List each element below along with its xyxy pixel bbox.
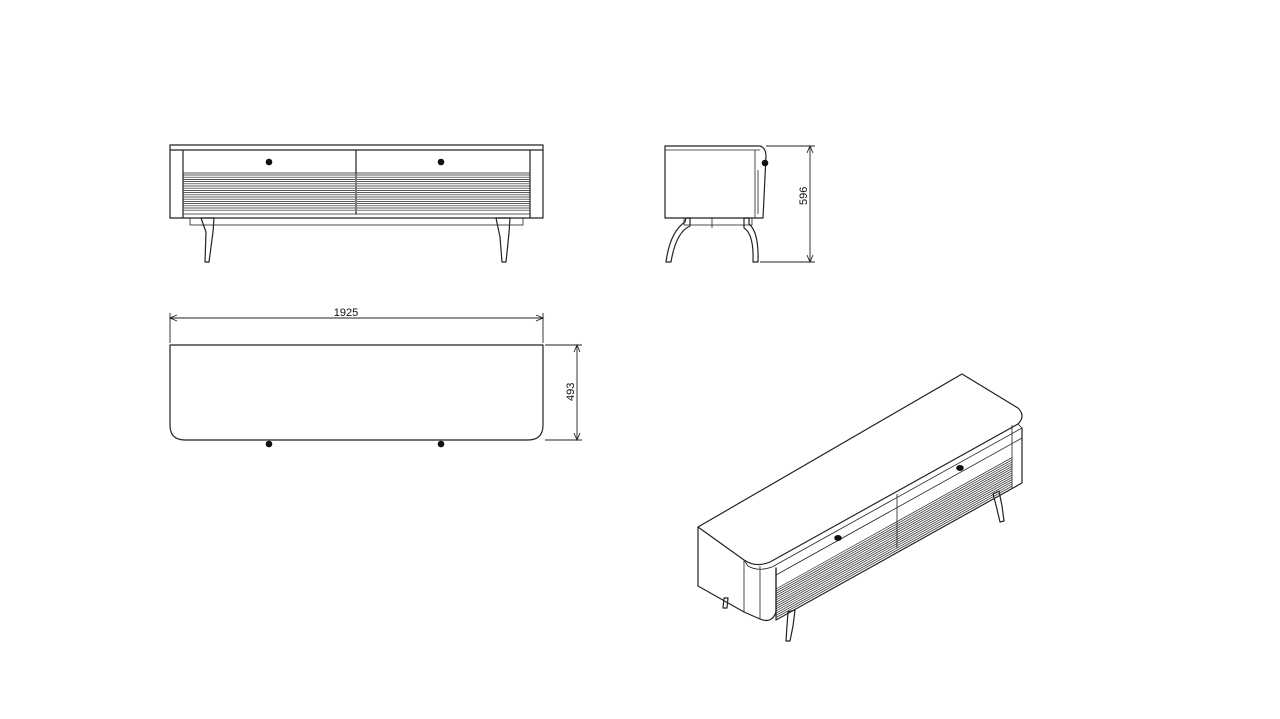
- iso-leg-front-right: [992, 490, 1005, 523]
- iso-slat-line: [775, 461, 1013, 594]
- side-base-rail: [683, 217, 753, 226]
- height-arrow-top: [806, 144, 814, 154]
- width-arrow-right: [535, 314, 545, 322]
- iso-leg-back-left: [722, 597, 729, 609]
- depth-arrow-top: [573, 343, 581, 353]
- depth-dimension-label: 493: [565, 383, 577, 401]
- iso-slat-line: [775, 472, 1013, 605]
- front-base-rail: [189, 217, 524, 226]
- iso-slat-line: [775, 468, 1013, 601]
- side-leg-right: [743, 217, 759, 263]
- width-arrow-left: [168, 314, 178, 322]
- isometric-view: [697, 373, 1023, 642]
- front-knob-right: [437, 158, 445, 166]
- top-knob-right: [437, 440, 445, 448]
- iso-top-surface: [697, 373, 1023, 566]
- iso-leg-front-left: [785, 609, 796, 642]
- height-dimension-label: 596: [798, 187, 810, 205]
- top-knob-left: [265, 440, 273, 448]
- iso-slat-line: [775, 459, 1013, 592]
- iso-slat-line: [775, 479, 1013, 612]
- iso-knob-left: [834, 535, 842, 541]
- side-knob: [761, 159, 769, 167]
- depth-arrow-bottom: [573, 432, 581, 442]
- iso-slat-line: [775, 463, 1013, 596]
- width-dimension-label: 1925: [334, 307, 358, 319]
- side-body-outline: [664, 145, 767, 219]
- iso-slat-line: [775, 483, 1013, 616]
- side-view: 596: [664, 144, 815, 264]
- iso-fluted-slats: [775, 457, 1013, 618]
- front-fluted-slats: [183, 174, 530, 211]
- iso-drawer-top-rail: [775, 437, 1023, 576]
- iso-slat-line: [775, 474, 1013, 607]
- iso-slat-line: [775, 481, 1013, 614]
- front-knob-left: [265, 158, 273, 166]
- side-leg-left: [665, 217, 691, 263]
- iso-top-edge: [743, 423, 1023, 570]
- iso-slat-line: [775, 470, 1013, 603]
- front-leg-right: [495, 217, 511, 263]
- iso-knob-right: [956, 465, 964, 471]
- iso-slat-line: [775, 457, 1013, 590]
- iso-left-end-panel: [697, 526, 777, 622]
- front-top-slab: [169, 144, 544, 151]
- front-leg-left: [200, 217, 215, 263]
- height-arrow-bottom: [806, 254, 814, 264]
- top-view-outline: [169, 344, 544, 441]
- iso-front-face: [775, 427, 1023, 621]
- front-view: [169, 144, 544, 263]
- top-view: 1925 493: [168, 307, 582, 448]
- iso-slat-line: [775, 466, 1013, 599]
- iso-slat-line: [775, 477, 1013, 610]
- iso-slat-line: [775, 485, 1013, 618]
